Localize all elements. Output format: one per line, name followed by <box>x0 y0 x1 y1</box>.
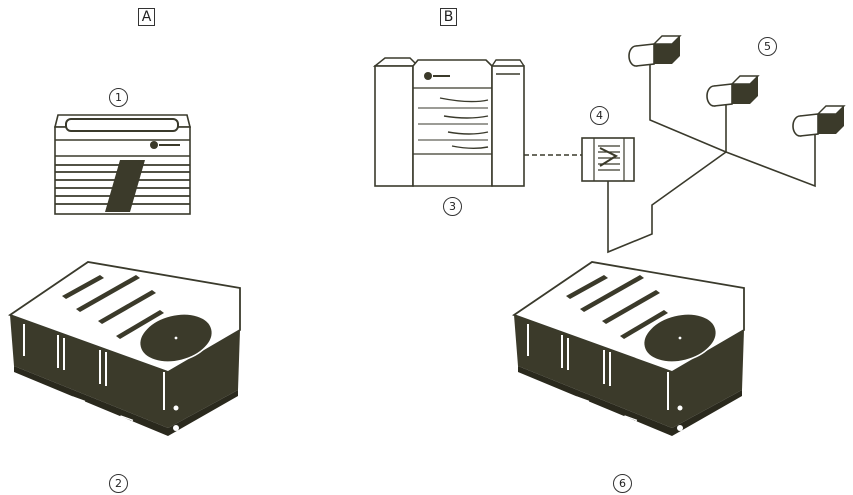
section-label-a: A <box>138 8 155 26</box>
callout-4: 4 <box>590 106 609 125</box>
duct-outlet-icon-3 <box>792 105 845 137</box>
ducted-indoor-unit-icon <box>372 57 525 187</box>
callout-2: 2 <box>109 474 128 493</box>
callout-1: 1 <box>109 88 128 107</box>
wall-mounted-indoor-unit-icon <box>53 114 192 215</box>
controller-icon <box>581 137 635 182</box>
outdoor-condensing-unit-icon-left <box>9 261 241 437</box>
duct-outlet-icon-2 <box>706 75 759 107</box>
section-label-b: B <box>440 8 457 26</box>
duct-outlet-icon-1 <box>628 35 681 67</box>
callout-3: 3 <box>443 197 462 216</box>
callout-5: 5 <box>758 37 777 56</box>
outdoor-condensing-unit-icon-right <box>513 261 745 437</box>
callout-6: 6 <box>613 474 632 493</box>
